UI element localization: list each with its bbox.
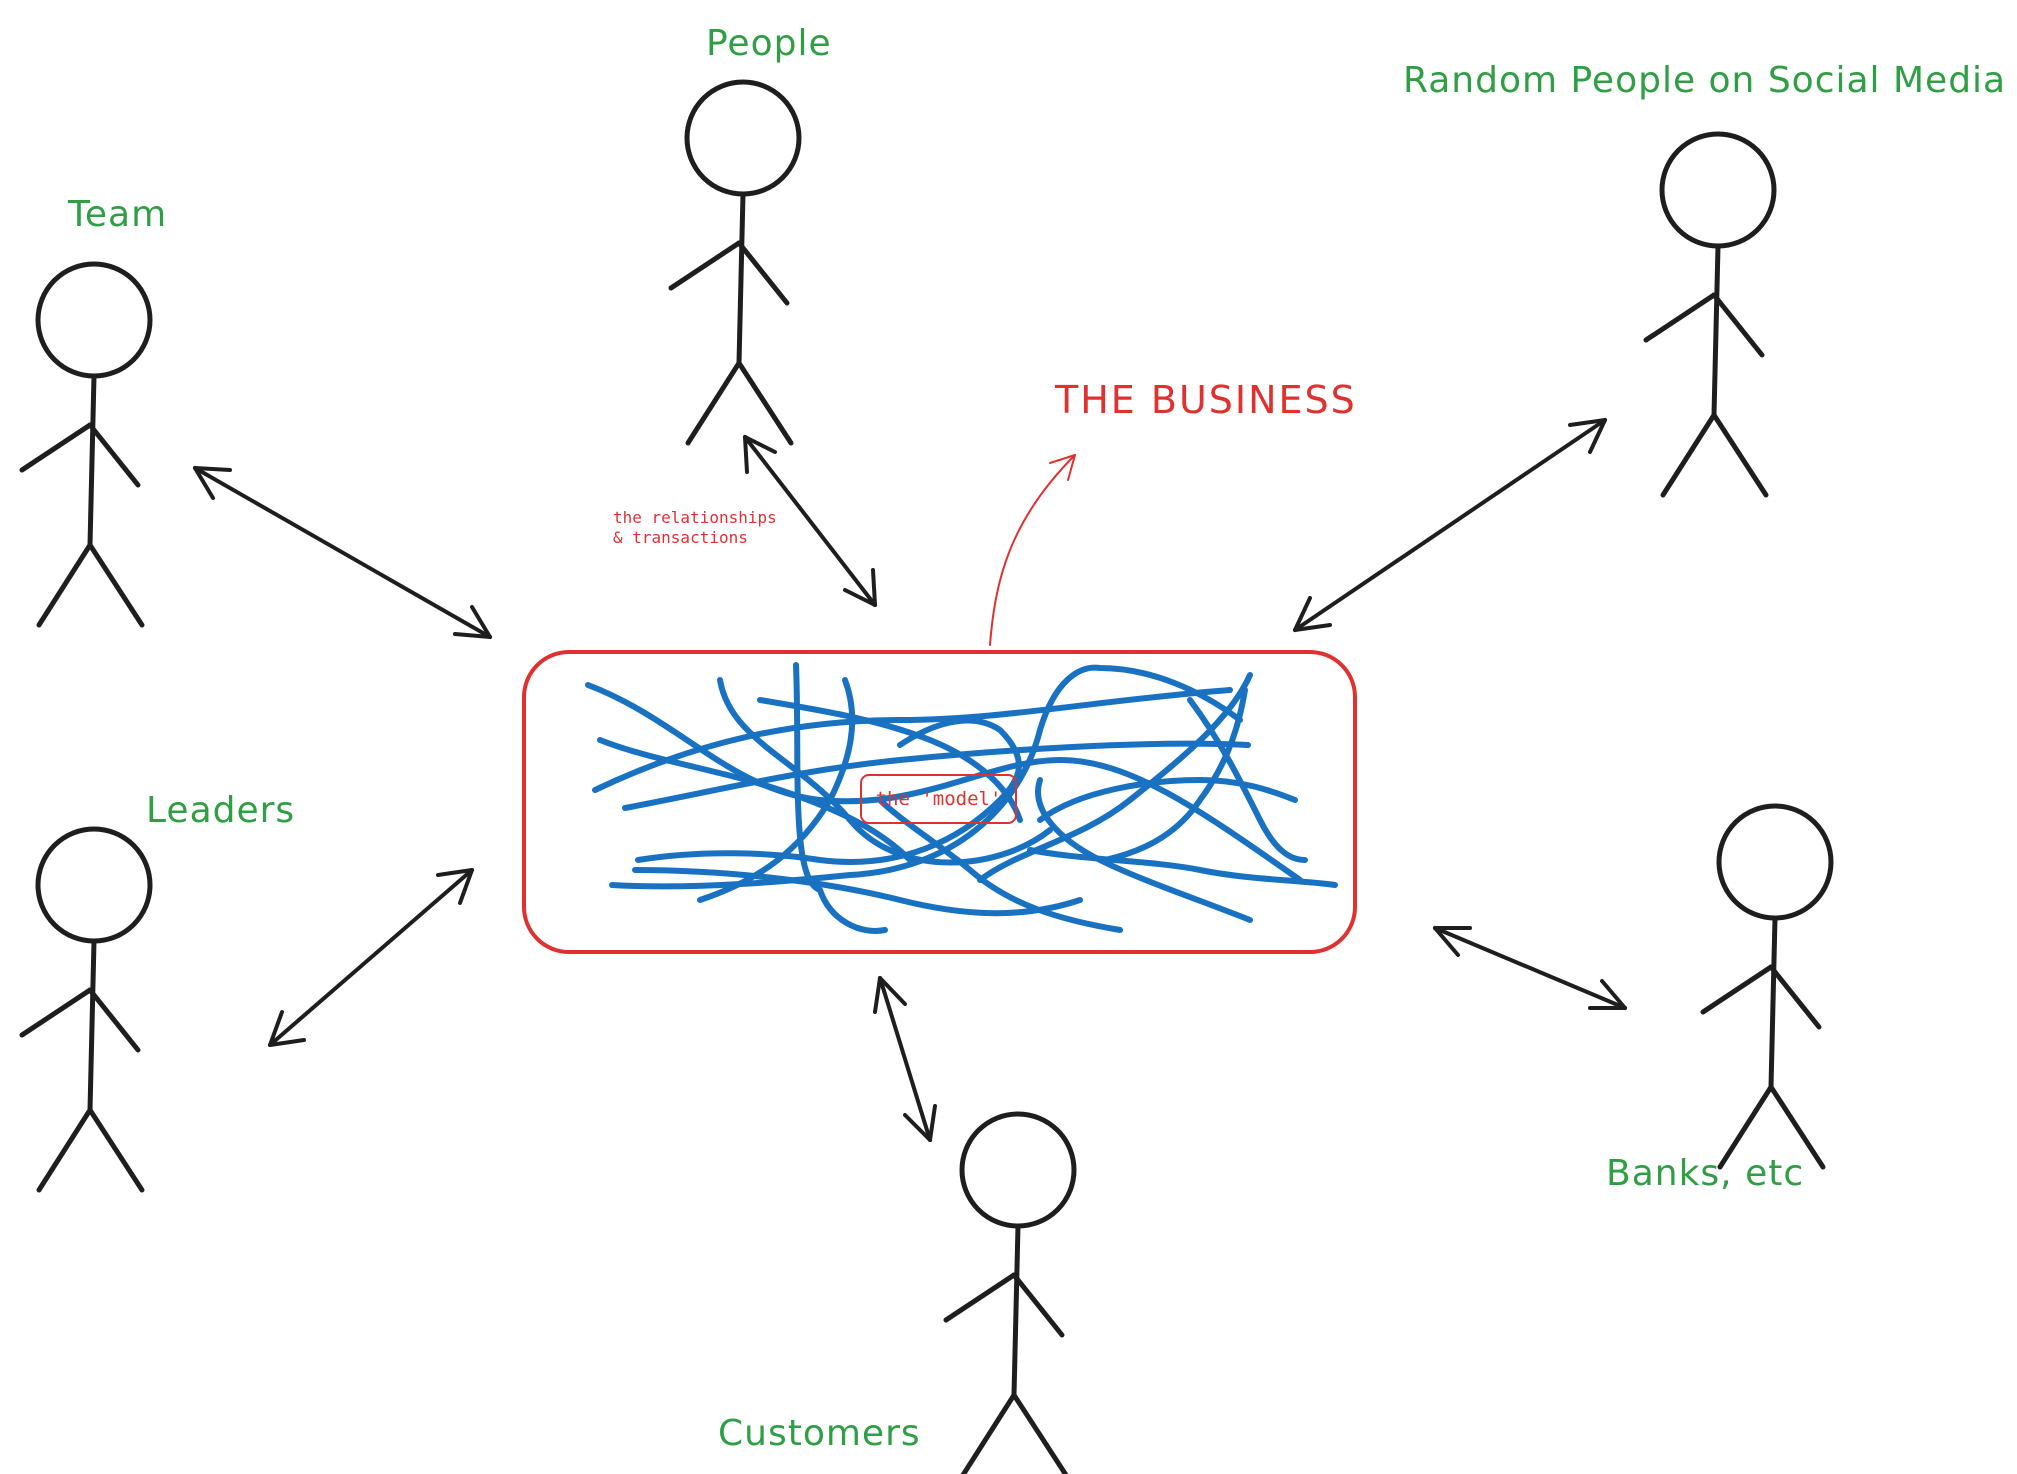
customers-figure: [946, 1114, 1074, 1474]
arrow-banks-business: [1433, 926, 1627, 1010]
business-title: THE BUSINESS: [1054, 378, 1357, 422]
arrow-customers-business: [873, 976, 937, 1142]
relationships-note-line-1: the relationships: [613, 508, 777, 527]
label-team: Team: [67, 194, 167, 235]
arrow-social-business: [1293, 418, 1607, 632]
label-social-media: Random People on Social Media: [1403, 60, 2006, 101]
label-people: People: [706, 23, 832, 64]
team-figure: [22, 264, 150, 625]
relationships-note-line-2: & transactions: [613, 528, 748, 547]
people-figure: [671, 82, 799, 443]
label-leaders: Leaders: [146, 790, 295, 831]
arrow-team-business: [193, 466, 492, 639]
label-banks: Banks, etc: [1606, 1153, 1804, 1194]
arrow-people-business: [743, 435, 877, 607]
leaders-figure: [22, 829, 150, 1190]
business-pointer-arrow: [989, 454, 1076, 646]
label-customers: Customers: [718, 1413, 921, 1454]
arrow-leaders-business: [268, 868, 474, 1047]
model-label: the 'model': [876, 788, 1002, 810]
business-box: the 'model': [522, 650, 1357, 954]
model-label-box: the 'model': [860, 774, 1017, 824]
banks-figure: [1703, 806, 1831, 1167]
social-media-figure: [1646, 134, 1774, 495]
